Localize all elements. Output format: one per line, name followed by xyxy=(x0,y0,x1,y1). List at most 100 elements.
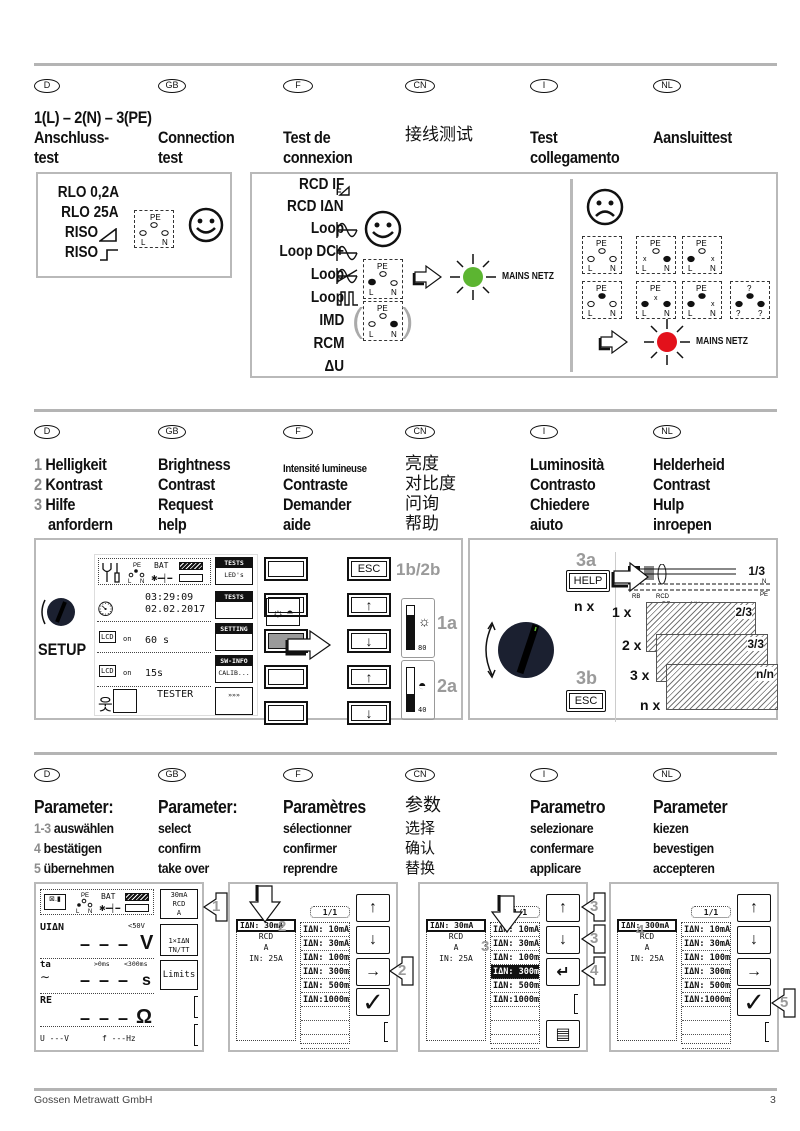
svg-text:RB: RB xyxy=(632,594,640,600)
callout-arrow-icon xyxy=(388,956,414,986)
divider xyxy=(97,686,211,687)
battery-icon xyxy=(125,893,149,901)
touch-voltage-limit: <50V xyxy=(128,922,145,930)
softkey[interactable] xyxy=(264,665,308,689)
setup-menu-button[interactable]: SW-INFO CALIB... xyxy=(215,655,253,683)
svg-text:N: N xyxy=(710,264,716,273)
empty-softkey[interactable] xyxy=(384,1022,388,1042)
setup-menu-button[interactable]: TESTS xyxy=(215,591,253,619)
confirm-button[interactable]: ✓ xyxy=(737,987,771,1017)
softkey[interactable] xyxy=(264,557,308,581)
title-gb-line3: confirm xyxy=(158,840,201,856)
arrow-down-button[interactable]: ↓ xyxy=(737,926,771,954)
option-item[interactable]: IΔN: 500mA xyxy=(682,981,730,993)
empty-softkey[interactable] xyxy=(574,994,578,1014)
arrow-up-button[interactable]: ↑ xyxy=(347,593,391,617)
option-item[interactable]: IΔN: 10mA xyxy=(682,925,730,937)
arrow-up-button[interactable]: ↑ xyxy=(737,894,771,922)
half-wave-icon xyxy=(336,268,358,284)
option-item[interactable]: IΔN: 300mA xyxy=(301,967,349,979)
option-item[interactable]: IΔN:1000mA xyxy=(301,995,349,1007)
title-f-line2: Contraste xyxy=(283,476,348,494)
confirm-button[interactable]: ✓ xyxy=(356,987,390,1017)
title-gb-line2: test xyxy=(158,149,183,167)
rotary-switch-icon[interactable] xyxy=(482,605,562,695)
section-divider xyxy=(34,63,777,66)
title-gb-line1: Brightness xyxy=(158,456,231,474)
esc-button[interactable]: ESC xyxy=(347,557,391,581)
title-i-line4: applicare xyxy=(530,860,581,876)
lcd-off-time[interactable]: 60 s xyxy=(145,635,170,646)
backlight-time[interactable]: 15s xyxy=(145,668,164,679)
callout-arrow: 3 xyxy=(578,890,608,924)
socket-icon: PE L N xyxy=(587,239,617,273)
limits-button[interactable]: Limits xyxy=(160,960,198,990)
contrast-slider[interactable] xyxy=(406,667,415,712)
setup-menu-button[interactable]: »»» xyxy=(215,687,253,715)
brightness-slider[interactable] xyxy=(406,605,415,650)
bluetooth-icon: ✱━┥━ xyxy=(151,574,173,583)
rotary-switch-icon[interactable] xyxy=(39,590,75,634)
voltage-readout: U ---V xyxy=(40,1034,69,1043)
parameter-line: RCD xyxy=(448,932,464,941)
option-item[interactable]: IΔN: 30mA xyxy=(682,939,730,951)
enter-button[interactable]: ↵ xyxy=(546,958,580,986)
option-item[interactable]: IΔN:1000mA xyxy=(682,995,730,1007)
parameter-line: IN: 25A xyxy=(249,954,283,963)
arrow-up-button[interactable]: ↑ xyxy=(356,894,390,922)
battery-label: BAT xyxy=(101,892,116,901)
brightness-fill xyxy=(407,614,414,649)
svg-text:PE: PE xyxy=(596,284,607,293)
title-cn-line1: 亮度 xyxy=(405,454,439,474)
arrow-down-icon xyxy=(248,884,282,929)
connection-test-panel: RCD IF F RCD IΔN Loop Loop DC+ Loop Loop… xyxy=(250,172,778,378)
help-button[interactable]: HELP xyxy=(566,570,610,592)
arrow-right-button[interactable]: → xyxy=(356,958,390,986)
option-item[interactable]: IΔN: 30mA xyxy=(301,939,349,951)
arrow-right-button[interactable]: → xyxy=(737,958,771,986)
svg-text:L: L xyxy=(642,309,647,318)
arrow-down-button[interactable]: ↓ xyxy=(347,629,391,653)
svg-text:PE: PE xyxy=(596,239,607,248)
brightness-icon: ☼ xyxy=(272,604,285,620)
parameter-line: IN: 25A xyxy=(630,954,664,963)
rcd-settings-button[interactable]: 30mA RCD A xyxy=(160,889,198,919)
option-item[interactable]: IΔN: 10mA xyxy=(301,925,349,937)
arrow-up-button[interactable]: ↑ xyxy=(347,665,391,689)
title-cn-line4: 帮助 xyxy=(405,514,439,534)
option-item[interactable]: IΔN: 100mA xyxy=(682,953,730,965)
option-item[interactable]: IΔN: 100mA xyxy=(491,953,539,965)
esc-button[interactable]: ESC xyxy=(566,690,606,712)
option-item[interactable]: IΔN: 30mA xyxy=(491,939,539,951)
empty-softkey[interactable] xyxy=(765,1022,769,1042)
empty-softkey[interactable] xyxy=(194,1024,198,1046)
empty-softkey[interactable] xyxy=(194,996,198,1018)
save-document-button[interactable]: ▤ xyxy=(546,1020,580,1048)
parameter-line: A xyxy=(453,943,459,952)
arrow-down-button[interactable]: ↓ xyxy=(546,926,580,954)
option-item[interactable]: IΔN: 100mA xyxy=(301,953,349,965)
option-item[interactable]: IΔN: 300mA xyxy=(491,965,539,979)
divider xyxy=(40,993,154,994)
arrow-down-button[interactable]: ↓ xyxy=(347,701,391,725)
arrow-up-button[interactable]: ↑ xyxy=(546,894,580,922)
arrow-down-button[interactable]: ↓ xyxy=(356,926,390,954)
option-item[interactable]: IΔN:1000mA xyxy=(491,995,539,1007)
option-item[interactable]: IΔN: 500mA xyxy=(301,981,349,993)
setup-menu-button[interactable]: TESTS LED's xyxy=(215,557,253,585)
option-item[interactable]: IΔN: 300mA xyxy=(682,967,730,979)
option-item[interactable]: IΔN: 10mA xyxy=(491,925,539,937)
measurement-mode-button[interactable]: 1×IΔN TN/TT xyxy=(160,924,198,956)
softkey[interactable] xyxy=(264,701,308,725)
softkey[interactable] xyxy=(264,593,308,617)
setup-menu-button[interactable]: SETTING xyxy=(215,623,253,651)
option-item[interactable]: IΔN: 500mA xyxy=(491,981,539,993)
callout-arrow-icon xyxy=(580,924,606,954)
rcd-current: 30mA xyxy=(170,891,188,899)
title-gb-line4: take over xyxy=(158,860,209,876)
